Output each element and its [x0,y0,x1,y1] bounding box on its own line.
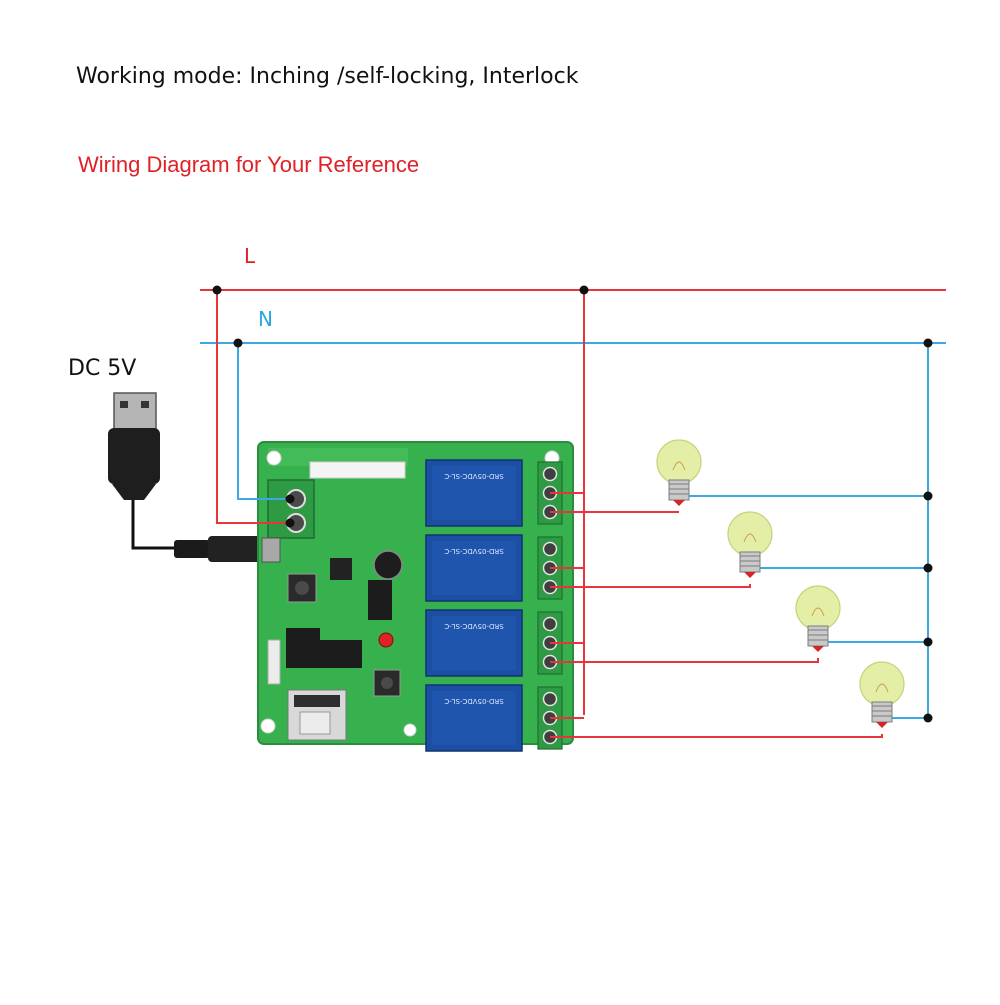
relay-1: SRD-05VDC-SL-C [425,459,523,527]
wires-group [200,289,946,738]
working-mode-text: Working mode: Inching /self-locking, Int… [76,64,579,89]
bulbs-group [656,439,905,728]
relay-board: SRD-05VDC-SL-C SRD-05VDC-SL-C SRD-05VDC-SL… [257,441,574,752]
power-terminal-block [267,479,315,539]
relay-output-wire [550,584,751,588]
relay-marking: SRD-05VDC-SL-C [444,697,503,705]
relay-3: SRD-05VDC-SL-C [425,609,523,677]
neutral-to-board-wire [237,343,290,500]
relay-2: SRD-05VDC-SL-C [425,534,523,602]
neutral-line-label: N [258,307,273,331]
light-bulb-icon [795,585,841,652]
diagram-title: Wiring Diagram for Your Reference [78,152,420,177]
junction-node [923,637,933,647]
relay-output-wire [550,658,819,663]
relay-marking: SRD-05VDC-SL-C [444,622,503,630]
junction-nodes-group [212,285,933,723]
junction-node [923,338,933,348]
junction-node [212,285,222,295]
led-icon [378,632,394,648]
relay-marking: SRD-05VDC-SL-C [444,547,503,555]
junction-node [233,338,243,348]
screw-icon [542,466,558,482]
power-label: DC 5V [68,356,137,381]
screw-icon [542,541,558,557]
light-bulb-icon [656,439,702,506]
live-to-board-wire [216,290,290,524]
junction-node [579,285,589,295]
junction-node [923,491,933,501]
junction-node [923,713,933,723]
relay-marking: SRD-05VDC-SL-C [444,472,503,480]
relay-4: SRD-05VDC-SL-C [425,684,523,752]
relay-output-wire [550,734,883,738]
light-bulb-icon [859,661,905,728]
light-bulb-icon [727,511,773,578]
junction-node [923,563,933,573]
wifi-module [287,689,347,741]
screw-icon [542,691,558,707]
live-line-label: L [244,244,256,268]
screw-icon [542,616,558,632]
relays-group: SRD-05VDC-SL-C SRD-05VDC-SL-C SRD-05VDC-SL… [425,459,523,752]
usb-plug-icon [108,392,160,500]
button-icon [287,573,317,603]
junction-node [285,494,295,504]
junction-node [285,518,295,528]
button-icon [373,669,401,697]
